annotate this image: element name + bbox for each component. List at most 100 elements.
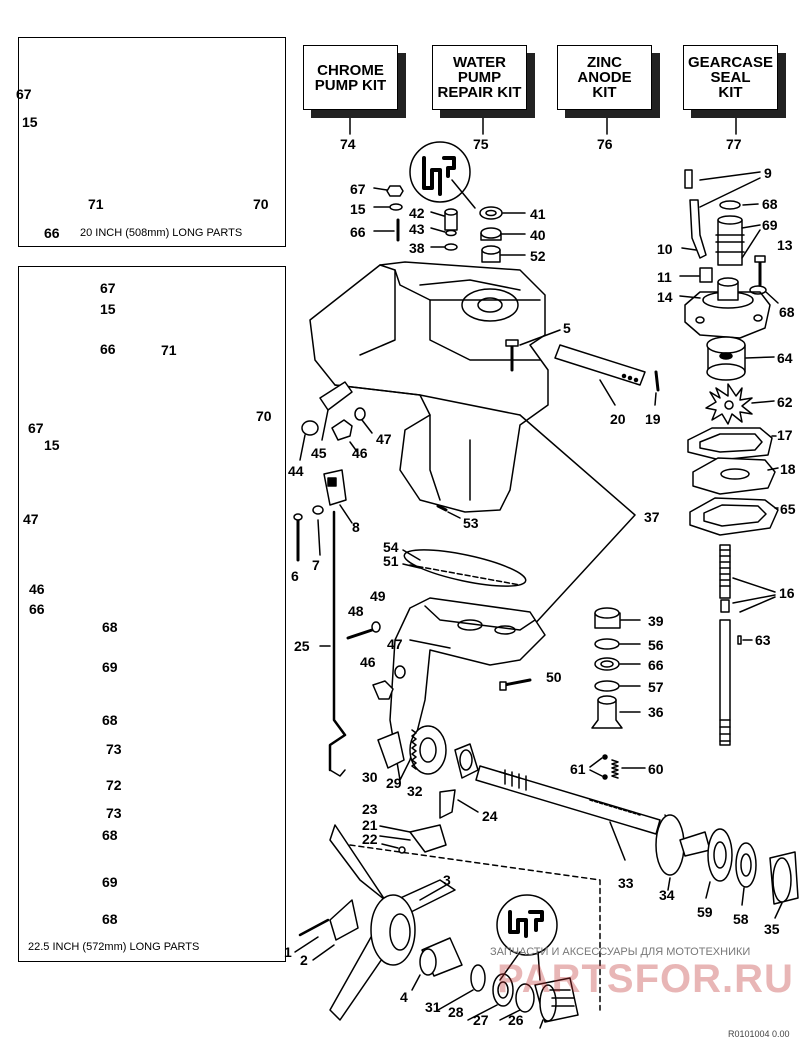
part-label: 47	[23, 511, 39, 527]
part-label: 57	[648, 679, 664, 695]
kit-gearcase-seal: GEARCASE SEAL KIT	[683, 45, 786, 118]
part-label: 15	[22, 114, 38, 130]
part-label: 72	[106, 777, 122, 793]
part-label: 66	[29, 601, 45, 617]
part-label: 71	[161, 342, 177, 358]
part-label: 15	[100, 301, 116, 317]
part-label: 3	[443, 872, 451, 888]
part-label: 66	[100, 341, 116, 357]
box-22-5-inch-parts	[18, 266, 286, 962]
caption-20-inch: 20 INCH (508mm) LONG PARTS	[80, 227, 243, 239]
part-label: 19	[645, 411, 661, 427]
part-label: 46	[352, 445, 368, 461]
kit-zinc-anode: ZINC ANODE KIT	[557, 45, 660, 118]
part-label: 23	[362, 801, 378, 817]
part-label: 59	[697, 904, 713, 920]
part-label: 21	[362, 817, 378, 833]
part-label: 24	[482, 808, 498, 824]
part-label: 36	[648, 704, 664, 720]
part-label: 18	[780, 461, 796, 477]
part-label: 29	[386, 775, 402, 791]
part-label: 26	[508, 1012, 524, 1028]
part-label: 69	[102, 874, 118, 890]
kit-number: 74	[340, 136, 356, 152]
watermark-text: ЗАПЧАСТИ И АКСЕССУАРЫ ДЛЯ МОТОТЕХНИКИ	[490, 946, 751, 958]
part-label: 73	[106, 805, 122, 821]
part-label: 20	[610, 411, 626, 427]
part-label: 50	[546, 669, 562, 685]
part-label: 66	[350, 224, 366, 240]
part-label: 70	[253, 196, 269, 212]
part-label: 25	[294, 638, 310, 654]
part-label: 68	[102, 827, 118, 843]
part-label: 63	[755, 632, 771, 648]
part-label: 43	[409, 221, 425, 237]
part-label: 27	[473, 1012, 489, 1028]
kit-chrome-pump: CHROME PUMP KIT	[303, 45, 406, 118]
part-label: 69	[762, 217, 778, 233]
part-label: 2	[300, 952, 308, 968]
part-label: 68	[779, 304, 795, 320]
kit-number: 77	[726, 136, 742, 152]
kit-number: 75	[473, 136, 489, 152]
part-label: 60	[648, 761, 664, 777]
watermark-logo: PARTSFOR.RU	[497, 957, 794, 1001]
part-label: 32	[407, 783, 423, 799]
part-label: 64	[777, 350, 793, 366]
part-label: 47	[376, 431, 392, 447]
part-label: 66	[44, 225, 60, 241]
part-label: 15	[44, 437, 60, 453]
part-label: 56	[648, 637, 664, 653]
part-label: 68	[762, 196, 778, 212]
part-label: 53	[463, 515, 479, 531]
part-label: 17	[777, 427, 793, 443]
part-label: 1	[284, 944, 292, 960]
part-label: 46	[360, 654, 376, 670]
part-label: 28	[448, 1004, 464, 1020]
part-label: 39	[648, 613, 664, 629]
box-20-inch-parts	[18, 37, 286, 247]
part-label: 47	[387, 636, 403, 652]
part-label: 66	[648, 657, 664, 673]
part-label: 40	[530, 227, 546, 243]
caption-22-5-inch: 22.5 INCH (572mm) LONG PARTS	[28, 941, 200, 953]
part-label: 10	[657, 241, 673, 257]
part-label: 46	[29, 581, 45, 597]
part-label: 71	[88, 196, 104, 212]
part-label: 5	[563, 320, 571, 336]
part-label: 68	[102, 911, 118, 927]
part-label: 65	[780, 501, 796, 517]
part-label: 14	[657, 289, 673, 305]
part-label: 35	[764, 921, 780, 937]
part-label: 67	[100, 280, 116, 296]
part-label: 8	[352, 519, 360, 535]
part-label: 73	[106, 741, 122, 757]
part-label: 34	[659, 887, 675, 903]
part-label: 11	[657, 269, 672, 285]
part-label: 30	[362, 769, 378, 785]
part-label: 7	[312, 557, 320, 573]
part-label: 68	[102, 712, 118, 728]
kit-number: 76	[597, 136, 613, 152]
part-label: 52	[530, 248, 546, 264]
part-label: 48	[348, 603, 364, 619]
part-label: 31	[425, 999, 441, 1015]
part-label: 15	[350, 201, 366, 217]
kit-water-pump-repair: WATER PUMP REPAIR KIT	[432, 45, 535, 118]
part-label: 54	[383, 539, 399, 555]
part-label: 13	[777, 237, 793, 253]
part-label: 44	[288, 463, 304, 479]
part-label: 49	[370, 588, 386, 604]
part-label: 37	[644, 509, 660, 525]
part-label: 16	[779, 585, 795, 601]
part-label: 38	[409, 240, 425, 256]
drawing-code: R0101004 0.00	[728, 1029, 790, 1039]
part-label: 67	[16, 86, 32, 102]
part-label: 41	[530, 206, 546, 222]
part-label: 6	[291, 568, 299, 584]
part-label: 42	[409, 205, 425, 221]
part-label: 9	[764, 165, 772, 181]
part-label: 22	[362, 831, 378, 847]
part-label: 62	[777, 394, 793, 410]
